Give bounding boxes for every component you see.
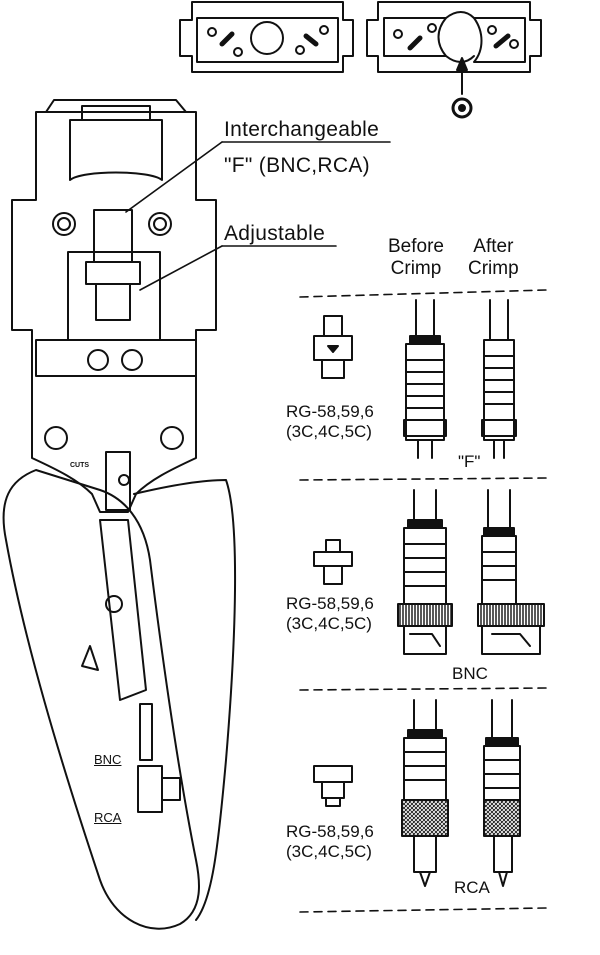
f-die-icon	[313, 315, 353, 379]
after-crimp-header: After Crimp	[468, 236, 519, 279]
connector-before-icon	[403, 299, 447, 459]
connector-after-icon	[477, 489, 545, 655]
crimp-die-closed-icon	[366, 1, 542, 73]
cable-spec-bnc: RG-58,59,6 (3C,4C,5C)	[286, 594, 374, 633]
before-crimp-header: Before Crimp	[388, 236, 444, 279]
crimping-tool-icon	[2, 99, 237, 930]
cable-spec-f: RG-58,59,6 (3C,4C,5C)	[286, 402, 374, 441]
crimp-die-open-icon	[179, 1, 354, 73]
connector-before-icon	[397, 489, 453, 655]
connector-type-rca: RCA	[454, 878, 490, 897]
connector-type-bnc: BNC	[452, 664, 488, 683]
connector-type-f: "F"	[458, 452, 481, 471]
rca-die-icon	[313, 765, 353, 807]
interchangeable-label: Interchangeable	[224, 118, 380, 141]
rca-slot-label: RCA	[94, 810, 122, 825]
connector-before-icon	[401, 699, 449, 887]
bnc-die-icon	[313, 539, 353, 585]
cable-spec-rca: RG-58,59,6 (3C,4C,5C)	[286, 822, 374, 861]
cuts-label: CUTS	[70, 462, 90, 469]
die-types-label: "F" (BNC,RCA)	[224, 154, 370, 177]
adjustable-label: Adjustable	[224, 222, 326, 245]
crimp-position-target-icon	[451, 57, 473, 119]
bnc-slot-label: BNC	[94, 752, 122, 767]
connector-after-icon	[483, 699, 521, 887]
connector-after-icon	[481, 299, 517, 459]
